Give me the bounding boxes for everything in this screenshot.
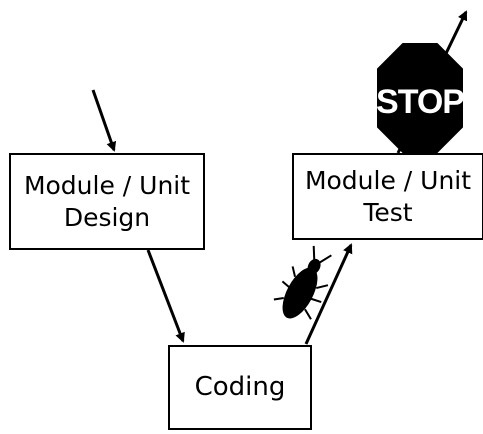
design-box-label-line1: Module / Unit bbox=[23, 171, 191, 201]
incoming-arrow bbox=[91, 89, 117, 152]
test-box-label-line1: Module / Unit bbox=[304, 166, 472, 196]
design-to-coding-arrow bbox=[146, 249, 185, 343]
module-unit-test-box: Module / Unit Test bbox=[292, 153, 483, 240]
coding-box: Coding bbox=[168, 345, 312, 430]
bug-icon bbox=[273, 245, 332, 320]
module-unit-design-box: Module / Unit Design bbox=[9, 153, 205, 250]
coding-to-test-arrow bbox=[304, 243, 353, 345]
test-box-label-line2: Test bbox=[363, 197, 413, 227]
coding-box-label: Coding bbox=[194, 372, 286, 403]
stop-sign-icon: STOP bbox=[376, 43, 465, 153]
stop-sign-text: STOP bbox=[376, 83, 464, 121]
design-box-label-line2: Design bbox=[63, 202, 151, 232]
